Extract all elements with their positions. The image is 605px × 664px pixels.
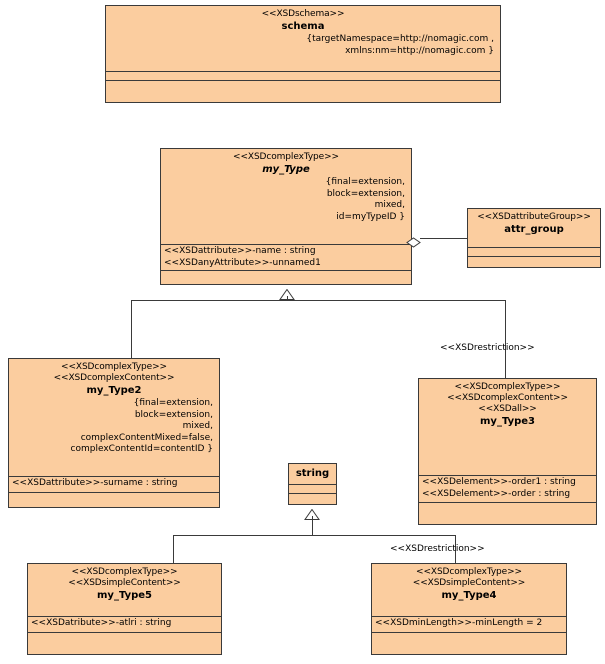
class-my-type[interactable]: <<XSDcomplexType>> my_Type {final=extens… — [160, 148, 412, 285]
class-my-type-attributes: <<XSDattribute>>-name : string <<XSDanyA… — [161, 244, 411, 270]
class-schema-header: <<XSDschema>> schema {targetNamespace=ht… — [106, 6, 500, 71]
class-my-type-property-1: block=extension, — [326, 188, 405, 199]
class-schema-name: schema — [281, 21, 325, 32]
class-schema-attributes — [106, 71, 500, 80]
edge-string-gen-stem[interactable] — [312, 516, 313, 535]
class-my-type3-attribute-1: <<XSDelement>>-order : string — [422, 488, 571, 499]
class-schema[interactable]: <<XSDschema>> schema {targetNamespace=ht… — [105, 5, 501, 103]
class-my-type4[interactable]: <<XSDcomplexType>> <<XSDsimpleContent>> … — [371, 563, 567, 655]
class-my-type5-header: <<XSDcomplexType>> <<XSDsimpleContent>> … — [28, 564, 221, 616]
class-my-type2-header: <<XSDcomplexType>> <<XSDcomplexContent>>… — [9, 359, 219, 476]
class-my-type5-name: my_Type5 — [97, 590, 152, 601]
class-my-type2-property-2: mixed, — [182, 421, 213, 431]
class-string-name: string — [295, 468, 330, 479]
generalization-triangle-string-icon — [304, 505, 320, 520]
class-my-type-name: my_Type — [262, 164, 310, 175]
class-my-type3-operations — [419, 502, 596, 524]
edge-my-type4-gen-drop[interactable] — [455, 535, 456, 563]
class-my-type5-attribute-0: <<XSDatribute>>-atlri : string — [31, 618, 172, 628]
class-my-type4-stereotype-1: <<XSDsimpleContent>> — [412, 578, 526, 588]
class-string-operations — [289, 493, 336, 504]
class-my-type5[interactable]: <<XSDcomplexType>> <<XSDsimpleContent>> … — [27, 563, 222, 655]
class-my-type-property-3: id=myTypeID } — [336, 211, 405, 222]
class-my-type-attribute-1: <<XSDanyAttribute>>-unnamed1 — [164, 257, 321, 268]
class-string-header: string — [289, 464, 336, 484]
class-my-type3-attribute-0: <<XSDelement>>-order1 : string — [422, 477, 576, 487]
generalization-triangle-my-type-icon — [279, 285, 295, 300]
class-my-type2[interactable]: <<XSDcomplexType>> <<XSDcomplexContent>>… — [8, 358, 220, 508]
class-my-type3-attributes: <<XSDelement>>-order1 : string <<XSDelem… — [419, 475, 596, 502]
class-my-type3[interactable]: <<XSDcomplexType>> <<XSDcomplexContent>>… — [418, 378, 597, 525]
class-my-type5-attributes: <<XSDatribute>>-atlri : string — [28, 616, 221, 632]
class-my-type2-name: my_Type2 — [86, 385, 142, 396]
class-my-type2-attributes: <<XSDattribute>>-surname : string — [9, 476, 219, 492]
class-my-type2-operations — [9, 492, 219, 507]
edge-my-type-gen-stem[interactable] — [287, 296, 288, 301]
edge-my-type3-gen-drop[interactable] — [505, 300, 506, 378]
class-my-type3-header: <<XSDcomplexType>> <<XSDcomplexContent>>… — [419, 379, 596, 475]
edge-label-my-type4-restriction: <<XSDrestriction>> — [390, 544, 485, 554]
class-my-type-stereotype-0: <<XSDcomplexType>> — [233, 152, 339, 162]
class-my-type3-stereotype-0: <<XSDcomplexType>> — [454, 382, 561, 392]
class-my-type5-stereotype-1: <<XSDsimpleContent>> — [68, 578, 181, 588]
class-my-type3-name: my_Type3 — [480, 416, 535, 427]
aggregation-diamond-icon — [406, 233, 422, 248]
class-my-type2-property-4: complexContentId=contentID } — [70, 444, 213, 454]
class-schema-stereotype-0: <<XSDschema>> — [261, 9, 345, 19]
edge-my-type5-gen-drop[interactable] — [173, 535, 174, 563]
class-my-type2-stereotype-1: <<XSDcomplexContent>> — [53, 373, 175, 383]
class-my-type4-header: <<XSDcomplexType>> <<XSDsimpleContent>> … — [372, 564, 566, 616]
class-my-type-operations — [161, 270, 411, 284]
class-schema-property-1: xmlns:nm=http://nomagic.com } — [345, 45, 494, 56]
class-my-type3-stereotype-1: <<XSDcomplexContent>> — [447, 393, 568, 403]
class-attr-group[interactable]: <<XSDattributeGroup>> attr_group — [467, 208, 601, 268]
class-my-type4-attributes: <<XSDminLength>>-minLength = 2 — [372, 616, 566, 632]
edge-my-type2-gen-drop[interactable] — [131, 300, 132, 358]
edge-my-type-attr-group-line[interactable] — [420, 238, 467, 239]
class-attr-group-name: attr_group — [504, 224, 564, 235]
class-my-type2-property-0: {final=extension, — [133, 398, 213, 408]
class-my-type-attribute-0: <<XSDattribute>>-name : string — [164, 246, 316, 256]
class-schema-property-0: {targetNamespace=http://nomagic.com , — [306, 34, 494, 44]
class-attr-group-stereotype-0: <<XSDattributeGroup>> — [477, 212, 591, 222]
class-my-type-property-0: {final=extension, — [325, 177, 405, 187]
class-attr-group-operations — [468, 256, 600, 267]
class-attr-group-attributes — [468, 247, 600, 256]
edge-label-my-type3-restriction: <<XSDrestriction>> — [440, 343, 535, 353]
class-my-type-header: <<XSDcomplexType>> my_Type {final=extens… — [161, 149, 411, 244]
class-my-type4-name: my_Type4 — [441, 590, 497, 601]
edge-my-type-gen-bus[interactable] — [131, 300, 506, 301]
class-my-type4-operations — [372, 632, 566, 654]
class-my-type-property-2: mixed, — [374, 200, 405, 210]
class-string-attributes — [289, 484, 336, 493]
class-my-type2-stereotype-0: <<XSDcomplexType>> — [61, 362, 167, 372]
class-my-type3-stereotype-2: <<XSDall>> — [478, 404, 537, 414]
class-schema-operations — [106, 80, 500, 102]
class-string[interactable]: string — [288, 463, 337, 505]
class-my-type2-property-3: complexContentMixed=false, — [80, 432, 213, 443]
class-my-type2-property-1: block=extension, — [134, 409, 213, 420]
class-my-type5-stereotype-0: <<XSDcomplexType>> — [71, 567, 178, 577]
class-attr-group-header: <<XSDattributeGroup>> attr_group — [468, 209, 600, 247]
edge-string-gen-bus[interactable] — [173, 535, 456, 536]
class-my-type4-attribute-0: <<XSDminLength>>-minLength = 2 — [375, 618, 543, 628]
class-my-type5-operations — [28, 632, 221, 654]
class-my-type4-stereotype-0: <<XSDcomplexType>> — [416, 567, 522, 577]
class-my-type2-attribute-0: <<XSDattribute>>-surname : string — [12, 478, 178, 488]
